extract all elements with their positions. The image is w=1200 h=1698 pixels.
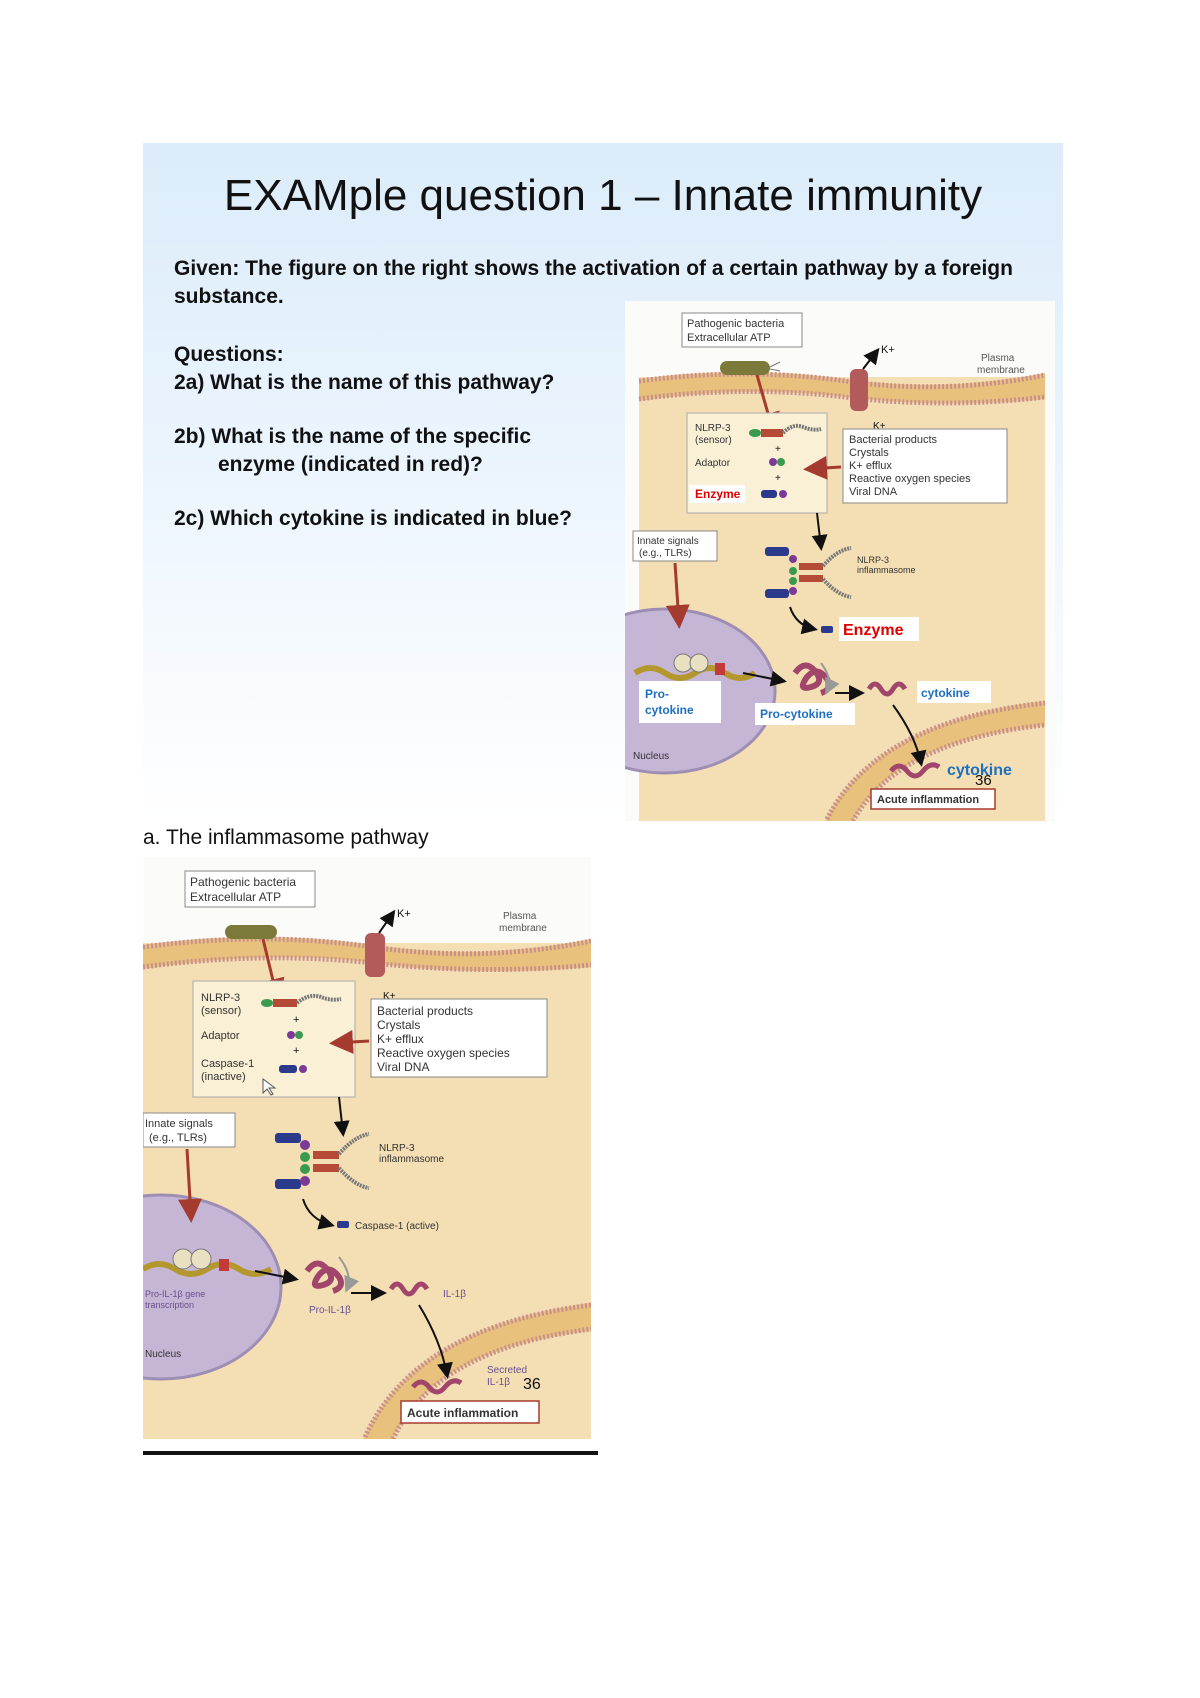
acute-box [400, 1400, 540, 1424]
trigger-4: Reactive oxygen species [849, 473, 971, 485]
svg-text:+: + [775, 444, 781, 455]
k-out-label: K+ [881, 344, 895, 356]
cursor-icon [262, 1078, 277, 1096]
plasma-label-2: membrane [977, 365, 1025, 376]
inflammasome-1: NLRP-3 [857, 555, 889, 565]
inflammasome-2: inflammasome [379, 1154, 444, 1165]
trigger-5: Viral DNA [377, 1060, 429, 1074]
bacterium-icon [720, 361, 770, 375]
pro-cytokine-box-1: Pro- [645, 687, 669, 701]
nucleus-label: Nucleus [145, 1349, 181, 1360]
cytokine-icon [866, 681, 908, 697]
caspase-active-label: Caspase-1 (active) [355, 1221, 439, 1232]
nlrp3-sensor-2: (sensor) [201, 1005, 241, 1017]
innate-box [632, 530, 718, 562]
innate-2: (e.g., TLRs) [639, 548, 692, 559]
plasma-label-1: Plasma [981, 353, 1015, 364]
svg-text:+: + [293, 1014, 299, 1026]
secreted-cytokine-icon [889, 762, 941, 779]
trigger-box [370, 998, 548, 1078]
nucleus-label: Nucleus [633, 751, 669, 762]
enzyme-small-label: Enzyme [695, 487, 741, 501]
caspase-inactive-1: Caspase-1 [201, 1058, 254, 1070]
pathogen-box [184, 870, 316, 908]
pro-il-transcription-2: transcription [145, 1300, 194, 1310]
svg-text:+: + [775, 473, 781, 484]
inflammasome-complex [765, 546, 852, 599]
questions-label: Questions: [174, 343, 284, 366]
secreted-il1b-icon [411, 1378, 463, 1395]
plasma-label-1: Plasma [503, 911, 537, 922]
trigger-3: K+ efflux [377, 1032, 424, 1046]
il1b-label: IL-1β [443, 1289, 466, 1300]
given-text: Given: The figure on the right shows the… [174, 257, 1013, 308]
k-in-label: K+ [383, 991, 396, 1002]
question-2c: 2c) Which cytokine is indicated in blue? [174, 507, 572, 530]
trigger-1: Bacterial products [377, 1004, 473, 1018]
trigger-box [842, 428, 1008, 504]
trigger-5: Viral DNA [849, 486, 898, 498]
question-2b-line1: 2b) What is the name of the specific [174, 425, 532, 448]
plasma-label-2: membrane [499, 923, 547, 934]
pro-il-label: Pro-IL-1β [309, 1305, 351, 1316]
acute-box [870, 788, 996, 810]
caspase-inactive-2: (inactive) [201, 1071, 246, 1083]
innate-1: Innate signals [145, 1118, 213, 1130]
pathogen-box [681, 312, 803, 348]
atp-label: Extracellular ATP [687, 332, 771, 344]
nlrp3-sensor-1: NLRP-3 [201, 992, 240, 1004]
nucleus [143, 1193, 283, 1381]
cytokine-secreted-label: cytokine [947, 762, 1012, 779]
plasma-membrane-top [638, 371, 1046, 406]
answer-text: a. The inflammasome pathway [143, 826, 429, 849]
k-channel-icon [365, 933, 385, 977]
inflammasome-complex [275, 1132, 370, 1190]
slide-title: EXAMple question 1 – Innate immunity [223, 171, 983, 220]
acute-label: Acute inflammation [877, 794, 979, 806]
enzyme-large-label: Enzyme [843, 622, 904, 639]
k-channel-icon [850, 369, 868, 411]
svg-text:+: + [293, 1045, 299, 1057]
k-in-label: K+ [873, 421, 886, 432]
acute-label: Acute inflammation [407, 1406, 518, 1420]
secreted-2: IL-1β [487, 1377, 510, 1388]
k-out-label: K+ [397, 908, 411, 920]
secreted-1: Secreted [487, 1365, 527, 1376]
trigger-4: Reactive oxygen species [377, 1046, 510, 1060]
pathway-figure-question: Pathogenic bacteria Extracellular ATP K+… [625, 301, 1055, 821]
nlrp3-sensor-2: (sensor) [695, 435, 732, 446]
trigger-3: K+ efflux [849, 460, 892, 472]
page-number: 36 [523, 1376, 541, 1393]
il1b-icon [388, 1281, 430, 1297]
innate-box [143, 1112, 236, 1148]
pathogen-label: Pathogenic bacteria [190, 875, 296, 889]
pro-il-icon [304, 1260, 344, 1294]
question-2b-line2: enzyme (indicated in red)? [218, 453, 483, 476]
pathway-figure-answer: Pathogenic bacteria Extracellular ATP K+… [143, 857, 591, 1439]
inflammasome-1: NLRP-3 [379, 1143, 415, 1154]
bacterium-icon [225, 925, 277, 939]
cytokine-label: cytokine [921, 686, 970, 700]
pro-il-transcription-1: Pro-IL-1β gene [145, 1289, 205, 1299]
trigger-2: Crystals [377, 1018, 420, 1032]
trigger-2: Crystals [849, 447, 889, 459]
questions-block: Questions: 2a) What is the name of this … [174, 341, 614, 533]
nlrp3-sensor-1: NLRP-3 [695, 423, 731, 434]
pro-cytokine-box-2: cytokine [645, 703, 694, 717]
bottom-rule [143, 1451, 598, 1455]
inflammasome-2: inflammasome [857, 565, 916, 575]
pathogen-label: Pathogenic bacteria [687, 318, 785, 330]
adaptor-label: Adaptor [695, 458, 731, 469]
atp-label: Extracellular ATP [190, 890, 281, 904]
innate-1: Innate signals [637, 536, 699, 547]
page-number: 36 [975, 772, 992, 789]
innate-2: (e.g., TLRs) [149, 1132, 207, 1144]
question-2a: 2a) What is the name of this pathway? [174, 371, 555, 394]
trigger-1: Bacterial products [849, 434, 938, 446]
adaptor-label: Adaptor [201, 1030, 240, 1042]
pro-cytokine-label: Pro-cytokine [760, 707, 833, 721]
